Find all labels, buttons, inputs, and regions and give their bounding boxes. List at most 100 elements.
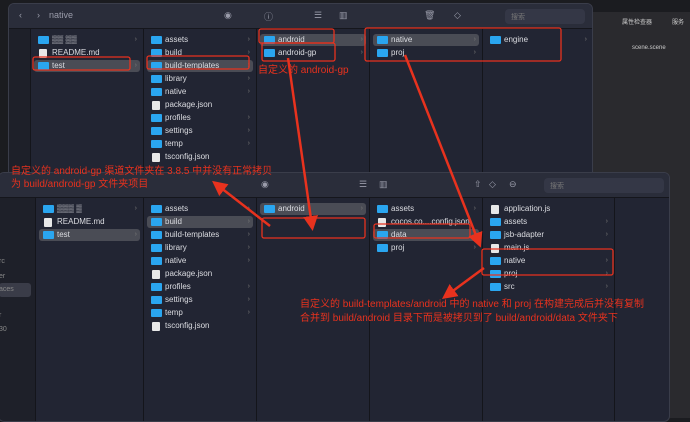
highlight-box-missing	[261, 217, 366, 239]
sidebar-item[interactable]: r	[0, 312, 1, 319]
folder-icon	[490, 283, 501, 291]
tag-icon[interactable]: ◇	[489, 179, 496, 189]
file-item[interactable]: cocos.co....config.json	[373, 216, 479, 228]
item-label: profiles	[165, 282, 191, 291]
sidebar: rc er aces r 30	[0, 198, 36, 421]
item-label: settings	[165, 295, 193, 304]
chevron-right-icon: ›	[134, 205, 137, 212]
file-item[interactable]: tsconfig.json	[147, 320, 253, 332]
folder-item[interactable]: settings›	[147, 125, 253, 137]
file-item[interactable]: README.md	[34, 47, 140, 59]
folder-item[interactable]: native›	[147, 86, 253, 98]
back-icon[interactable]: ‹	[19, 10, 22, 20]
folder-item[interactable]: proj›	[373, 47, 479, 59]
file-icon	[39, 49, 47, 58]
folder-item[interactable]: library›	[147, 242, 253, 254]
search-input[interactable]: 搜索	[505, 9, 585, 24]
folder-icon	[377, 49, 388, 57]
folder-item[interactable]: build›	[147, 216, 253, 228]
item-label: profiles	[165, 113, 191, 122]
chevron-right-icon: ›	[134, 231, 137, 238]
folder-item[interactable]: engine›	[486, 34, 590, 46]
folder-item[interactable]: settings›	[147, 294, 253, 306]
folder-item[interactable]: test›	[39, 229, 140, 241]
list-view-icon[interactable]: ☰	[359, 179, 368, 189]
folder-icon	[377, 231, 388, 239]
eye-icon[interactable]: ◉	[224, 10, 232, 20]
scene-file: scene.scene	[632, 45, 666, 51]
folder-item[interactable]: temp›	[147, 307, 253, 319]
folder-item[interactable]: ▒▒ ▒▒›	[34, 34, 140, 46]
info-icon[interactable]: ⓘ	[264, 12, 274, 22]
folder-item[interactable]: android-gp›	[260, 47, 366, 59]
service-tab[interactable]: 服务	[672, 20, 685, 26]
folder-item[interactable]: assets›	[373, 203, 479, 215]
sidebar-item[interactable]: 30	[0, 326, 7, 333]
file-item[interactable]: package.json	[147, 268, 253, 280]
folder-icon	[264, 49, 275, 57]
folder-item[interactable]: src›	[486, 281, 611, 293]
item-label: application.js	[504, 204, 551, 213]
item-label: test	[52, 61, 65, 70]
folder-item[interactable]: build-templates›	[147, 229, 253, 241]
file-item[interactable]: application.js	[486, 203, 611, 215]
folder-item[interactable]: native›	[147, 255, 253, 267]
folder-icon	[151, 283, 162, 291]
file-item[interactable]: package.json	[147, 99, 253, 111]
tag-icon[interactable]: ◇	[454, 10, 461, 20]
more-icon[interactable]: ⊖	[509, 179, 517, 189]
inspector-tab[interactable]: 属性检查器	[622, 20, 653, 26]
folder-icon	[377, 244, 388, 252]
item-label: build	[165, 217, 182, 226]
file-icon	[152, 153, 160, 162]
folder-icon	[490, 257, 501, 265]
file-item[interactable]: README.md	[39, 216, 140, 228]
folder-item[interactable]: assets›	[486, 216, 611, 228]
sidebar-item-selected[interactable]: aces	[0, 283, 31, 297]
file-icon	[491, 205, 499, 214]
column-view-icon[interactable]: ▥	[379, 179, 388, 189]
folder-icon	[151, 309, 162, 317]
folder-item[interactable]: android›	[260, 203, 366, 215]
highlight-box-android	[258, 28, 335, 44]
folder-item[interactable]: jsb-adapter›	[486, 229, 611, 241]
folder-item[interactable]: proj›	[486, 268, 611, 280]
chevron-right-icon: ›	[247, 309, 250, 316]
chevron-right-icon: ›	[605, 231, 608, 238]
file-icon	[152, 101, 160, 110]
annotation-note-2-line-2: 合并到 build/android 目录下而是被拷贝到了 build/andro…	[300, 313, 618, 324]
folder-item[interactable]: native›	[486, 255, 611, 267]
folder-item[interactable]: test ›	[34, 60, 140, 72]
folder-item[interactable]: library›	[147, 73, 253, 85]
trash-icon[interactable]: 🗑	[424, 10, 436, 20]
folder-item[interactable]: profiles›	[147, 281, 253, 293]
annotation-note-2-line-1: 自定义的 build-templates/android 中的 native 和…	[300, 299, 644, 310]
sidebar-item[interactable]: rc	[0, 258, 5, 265]
search-input[interactable]: 搜索	[544, 178, 664, 193]
highlight-box-build-templates	[146, 55, 250, 70]
list-view-icon[interactable]: ☰	[314, 10, 323, 20]
folder-icon	[377, 205, 388, 213]
item-label: android	[278, 204, 305, 213]
folder-item[interactable]: native›	[373, 34, 479, 46]
folder-item[interactable]: ▒▒▒ ▒›	[39, 203, 140, 215]
file-item[interactable]: tsconfig.json	[147, 151, 253, 163]
folder-item[interactable]: assets›	[147, 34, 253, 46]
column-4: native›proj›	[370, 29, 483, 202]
eye-icon[interactable]: ◉	[261, 179, 269, 189]
highlight-box-native-proj	[364, 27, 562, 62]
folder-icon	[43, 205, 54, 213]
folder-item[interactable]: profiles›	[147, 112, 253, 124]
chevron-right-icon: ›	[473, 205, 476, 212]
chevron-right-icon: ›	[605, 257, 608, 264]
folder-item[interactable]: build›	[147, 47, 253, 59]
highlight-box-android-gp	[261, 42, 336, 62]
sidebar-item[interactable]: er	[0, 273, 6, 280]
folder-item[interactable]: temp›	[147, 138, 253, 150]
chevron-right-icon: ›	[134, 62, 137, 69]
finder-window-1: ‹ › native ◉ ⓘ ☰ ▥ 🗑 ◇ 搜索 ▒▒ ▒▒›README.m…	[8, 3, 593, 203]
forward-icon[interactable]: ›	[37, 10, 40, 20]
share-icon[interactable]: ⇧	[474, 179, 482, 189]
column-view-icon[interactable]: ▥	[339, 10, 348, 20]
